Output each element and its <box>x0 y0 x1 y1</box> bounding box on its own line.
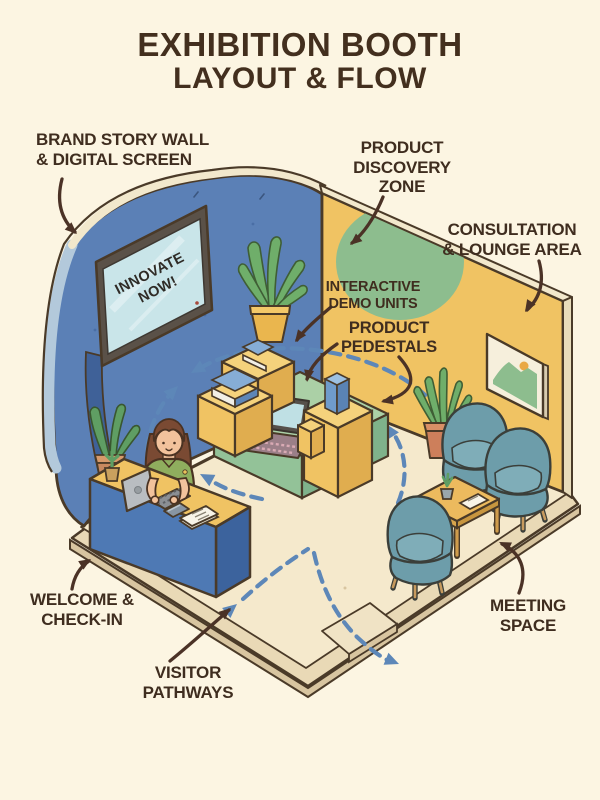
desk-phone <box>163 502 190 518</box>
label-meeting-space: MEETING SPACE <box>489 596 567 635</box>
wall-art-frame <box>485 332 549 421</box>
screen-glare <box>109 235 200 332</box>
art-sun-icon <box>519 361 529 371</box>
label-visitor-pathways: VISITOR PATHWAYS <box>142 663 234 702</box>
arrow-brand-story <box>57 177 77 234</box>
potted-plant-center <box>237 236 308 343</box>
label-consultation-lounge: CONSULTATION & LOUNGE AREA <box>442 220 582 259</box>
demo-product-box-icon <box>323 372 351 416</box>
desk-brochures <box>178 505 220 531</box>
label-arrowheads <box>64 222 536 620</box>
label-welcome-checkin: WELCOME & CHECK-IN <box>30 590 134 629</box>
staff-arms <box>146 477 190 505</box>
pedestal-right <box>302 372 374 499</box>
label-brand-story-wall: BRAND STORY WALL & DIGITAL SCREEN <box>36 130 210 169</box>
label-product-pedestals: PRODUCT PEDESTALS <box>341 319 437 357</box>
demo-tablet-icon <box>242 353 267 373</box>
mini-plant-pot-icon <box>439 488 455 500</box>
art-mountain-icon <box>493 362 537 409</box>
poster-title-line2: LAYOUT & FLOW <box>173 62 427 95</box>
digital-screen <box>94 204 214 368</box>
poster-title-line1: EXHIBITION BOOTH <box>137 26 463 63</box>
label-product-discovery-zone: PRODUCT DISCOVERY ZONE <box>353 138 451 197</box>
desk-cactus <box>103 450 121 482</box>
label-interactive-demo-units: INTERACTIVE DEMO UNITS <box>325 279 421 312</box>
pedestal-small <box>297 418 325 460</box>
staff-badge-icon <box>182 469 188 475</box>
pedestal-left <box>196 368 274 458</box>
standby-led-icon <box>195 301 199 305</box>
table-paper-icon <box>458 492 490 511</box>
entrance-ramp <box>321 602 398 664</box>
